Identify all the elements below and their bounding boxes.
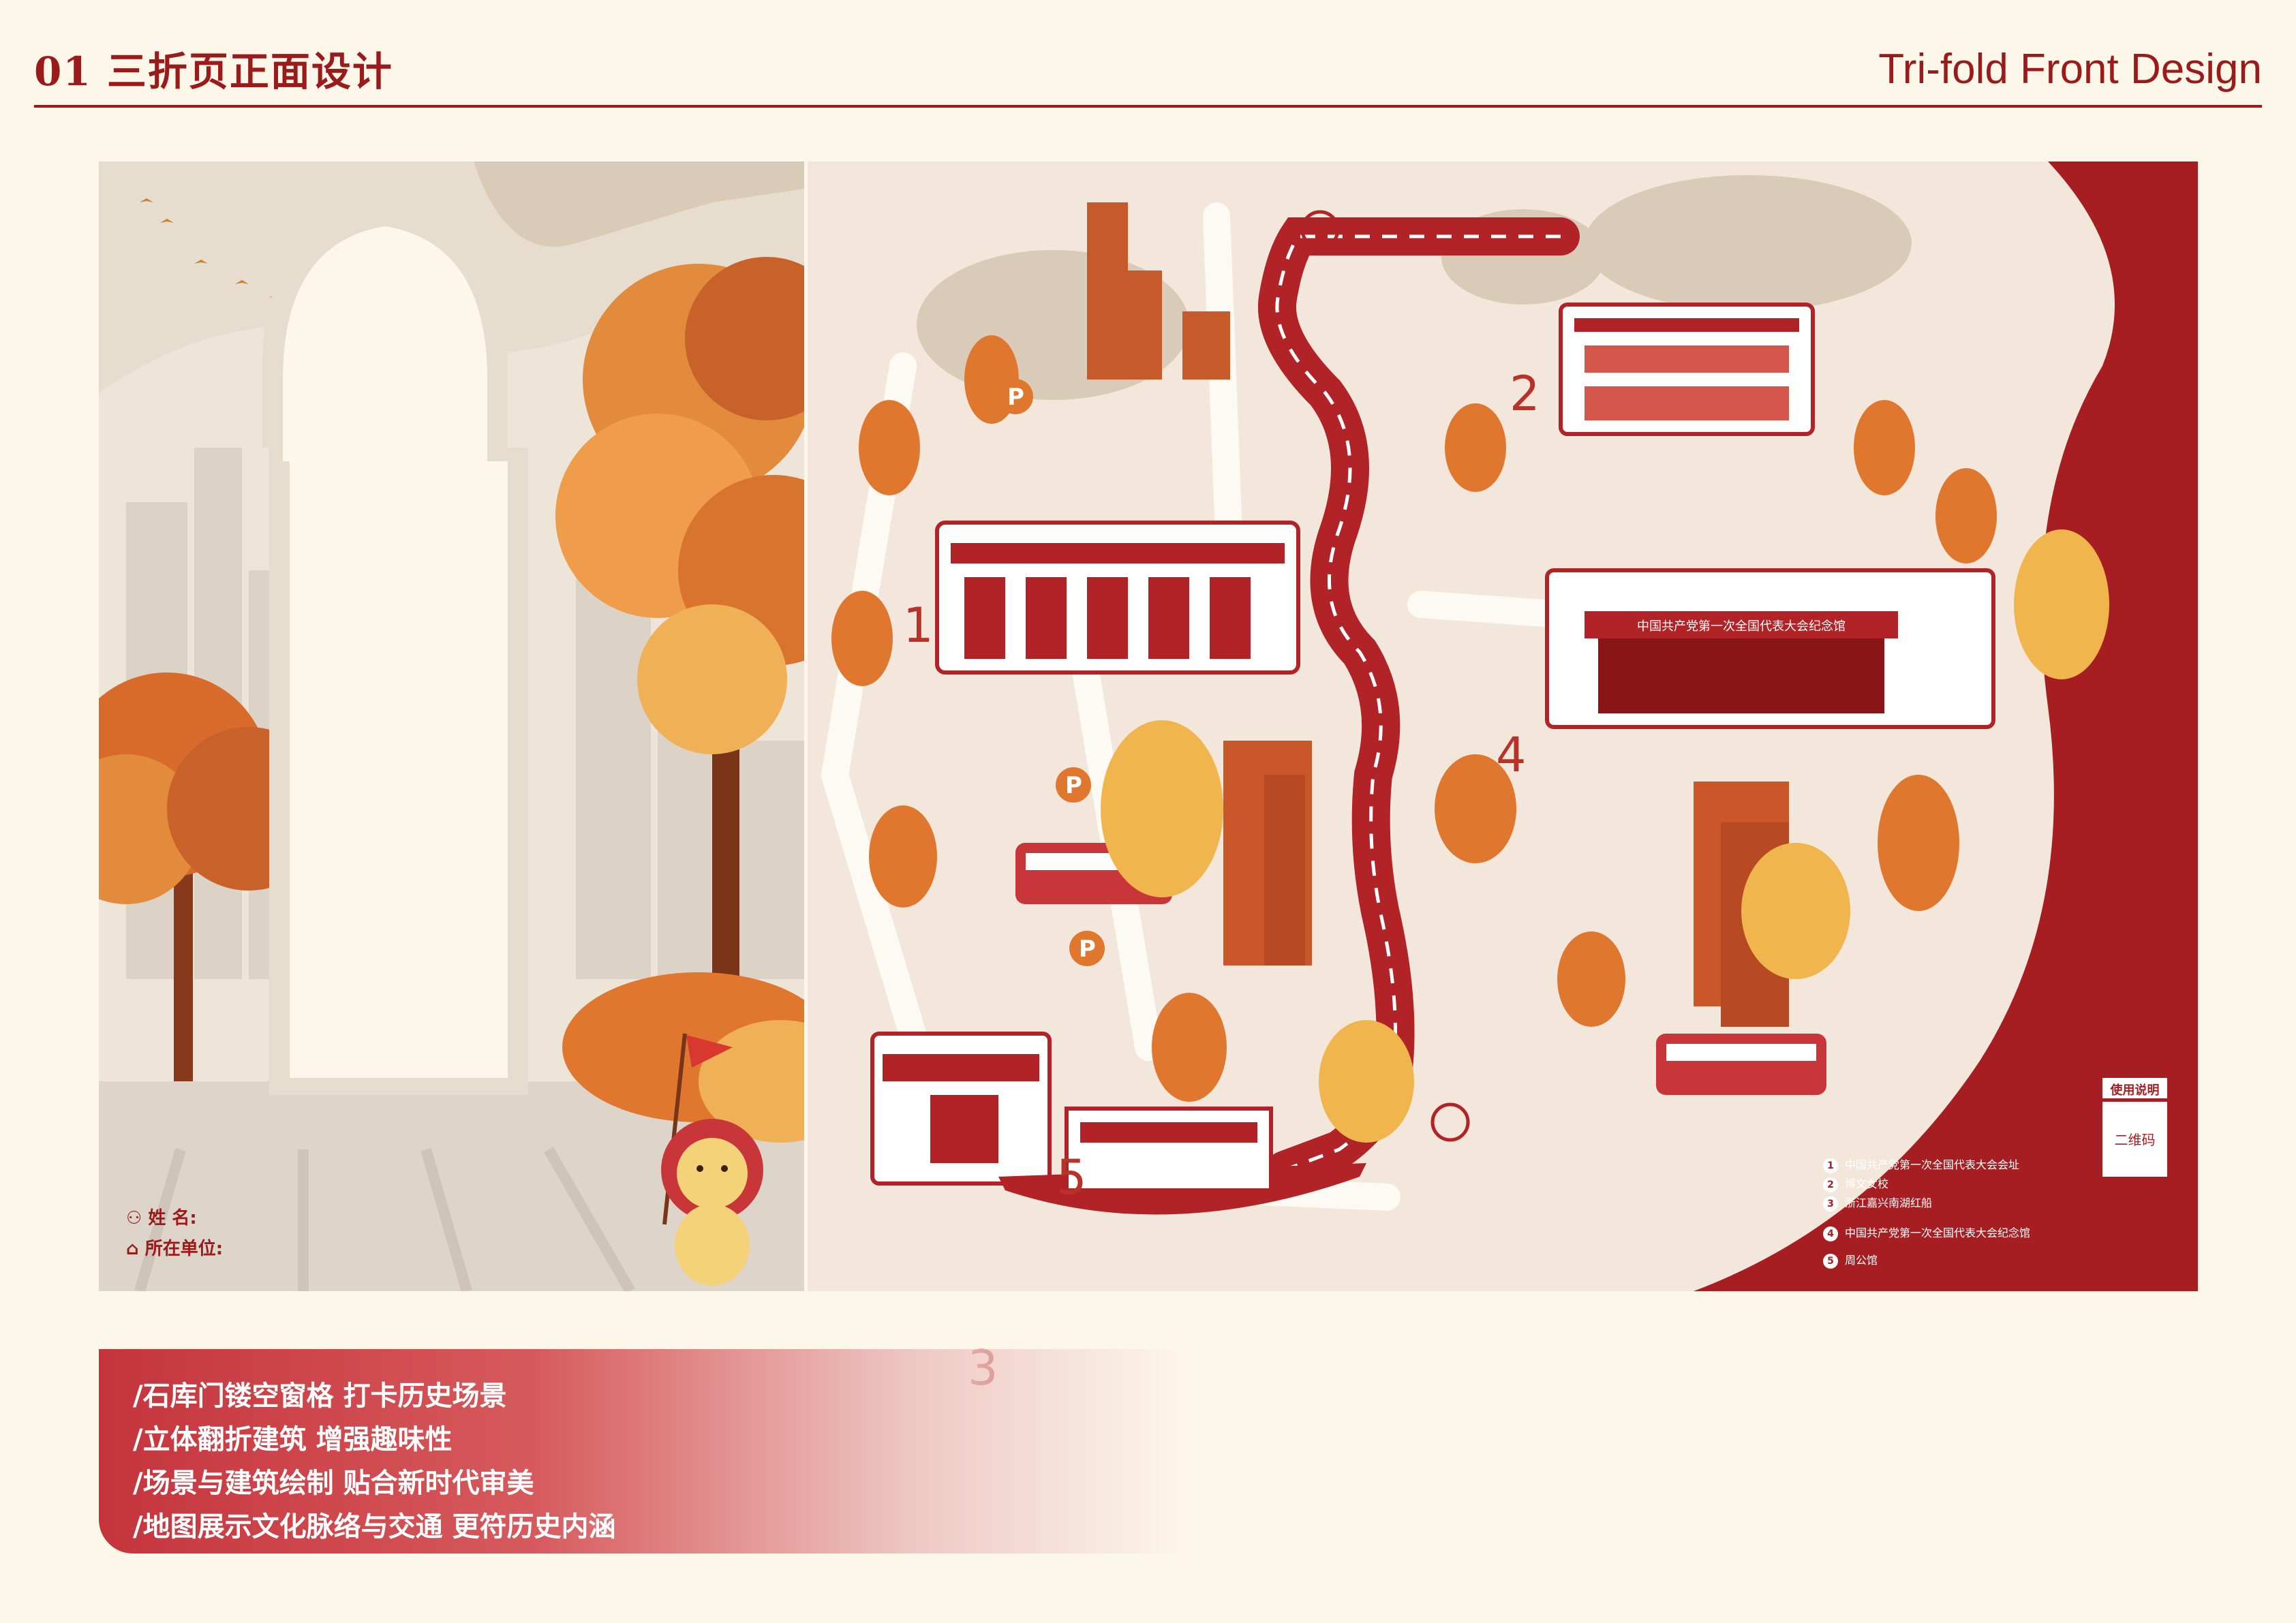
unit-field-label: ⌂ 所在单位:: [126, 1239, 224, 1259]
parking-marker: P: [1007, 384, 1024, 411]
feature-item: /石库门镂空窗格 打卡历史场景: [133, 1380, 507, 1412]
feature-list-box: /石库门镂空窗格 打卡历史场景 /立体翻折建筑 增强趣味性 /场景与建筑绘制 贴…: [99, 1349, 1189, 1554]
person-icon: ⚇: [126, 1208, 142, 1228]
parking-marker: P: [1079, 936, 1096, 963]
header-divider: [34, 105, 2262, 108]
feature-item: /地图展示文化脉络与交通 更符历史内涵: [133, 1511, 616, 1543]
map-illustration: [808, 161, 2198, 1291]
map-number-5: 5: [1056, 1149, 1087, 1205]
map-panel: P P P 1 2 3 4 5 中国共产党第一次全国代表大会纪念馆 使用说明 二…: [808, 161, 2198, 1396]
usage-instructions-label: 使用说明: [2110, 1083, 2160, 1098]
memorial-hall-sign: 中国共产党第一次全国代表大会纪念馆: [1637, 619, 1846, 634]
map-number-4: 4: [1496, 727, 1527, 783]
page-title: 01 三折页正面设计: [34, 48, 393, 95]
feature-item: /立体翻折建筑 增强趣味性: [133, 1424, 453, 1455]
map-number-2: 2: [1510, 366, 1540, 422]
left-panel-arch-scene: ⚇ 姓 名: ⌂ 所在单位:: [99, 161, 804, 1291]
name-field-label: ⚇ 姓 名:: [126, 1208, 197, 1228]
parking-marker: P: [1065, 772, 1082, 799]
qr-code-placeholder: 二维码: [2114, 1132, 2156, 1148]
map-number-1: 1: [903, 598, 934, 653]
building-1-illustration: [935, 521, 1300, 675]
feature-item: /场景与建筑绘制 贴合新时代审美: [133, 1468, 534, 1499]
page-title-en: Tri-fold Front Design: [1878, 46, 2262, 93]
arch-scene-illustration: [99, 161, 804, 1291]
building-icon: ⌂: [126, 1239, 139, 1259]
